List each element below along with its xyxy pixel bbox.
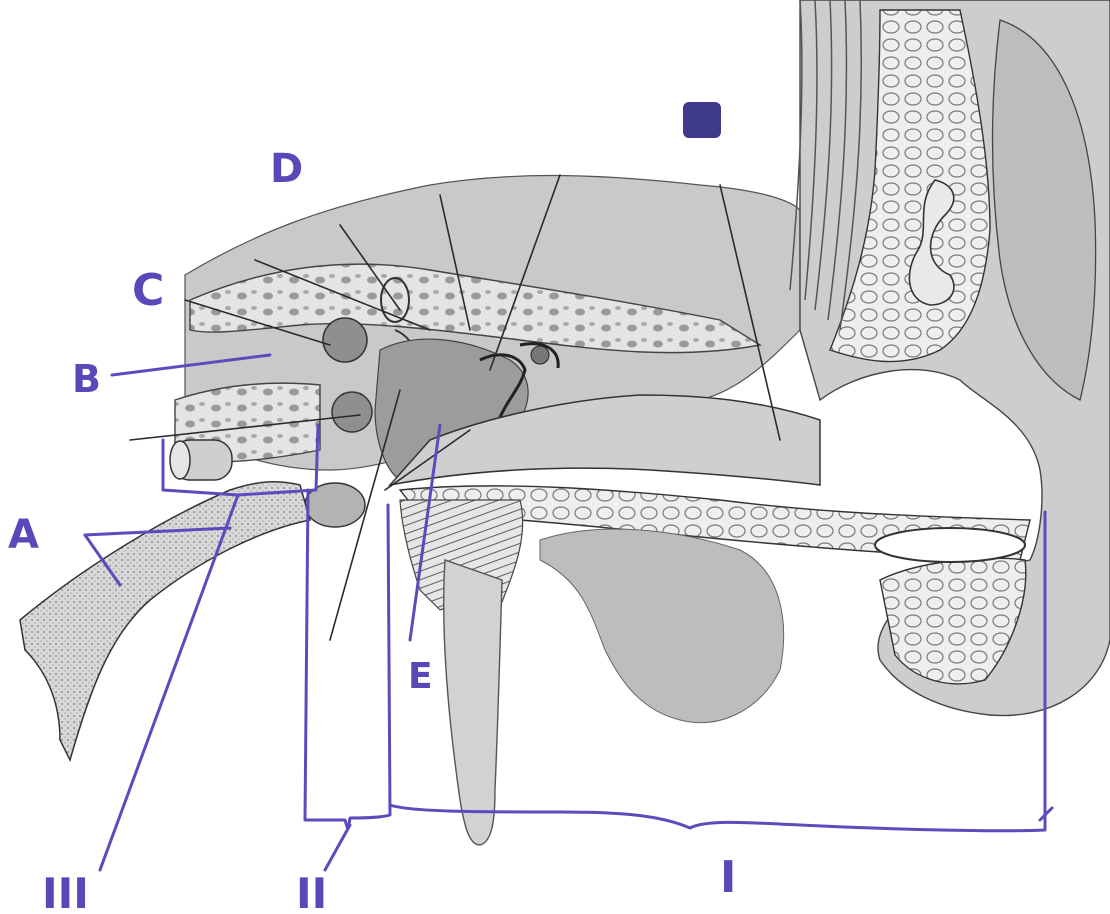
styloid-process <box>444 560 502 845</box>
parotid-mass <box>540 529 784 722</box>
label-b: B <box>72 357 101 401</box>
label-d: D <box>270 146 303 192</box>
nerve-stump <box>170 440 232 480</box>
dark-mark <box>683 102 721 138</box>
label-region-1: I <box>720 852 736 903</box>
pointer-line-II <box>325 825 350 870</box>
label-a: A <box>8 512 39 558</box>
ear-illustration <box>20 0 1110 845</box>
auditory-tube <box>20 482 310 760</box>
label-region-2: II <box>296 869 327 914</box>
label-c: C <box>132 265 164 316</box>
label-region-3: III <box>42 869 89 914</box>
bracket-II <box>305 490 390 828</box>
label-e: E <box>408 656 433 697</box>
lobule-cavity <box>875 528 1025 562</box>
